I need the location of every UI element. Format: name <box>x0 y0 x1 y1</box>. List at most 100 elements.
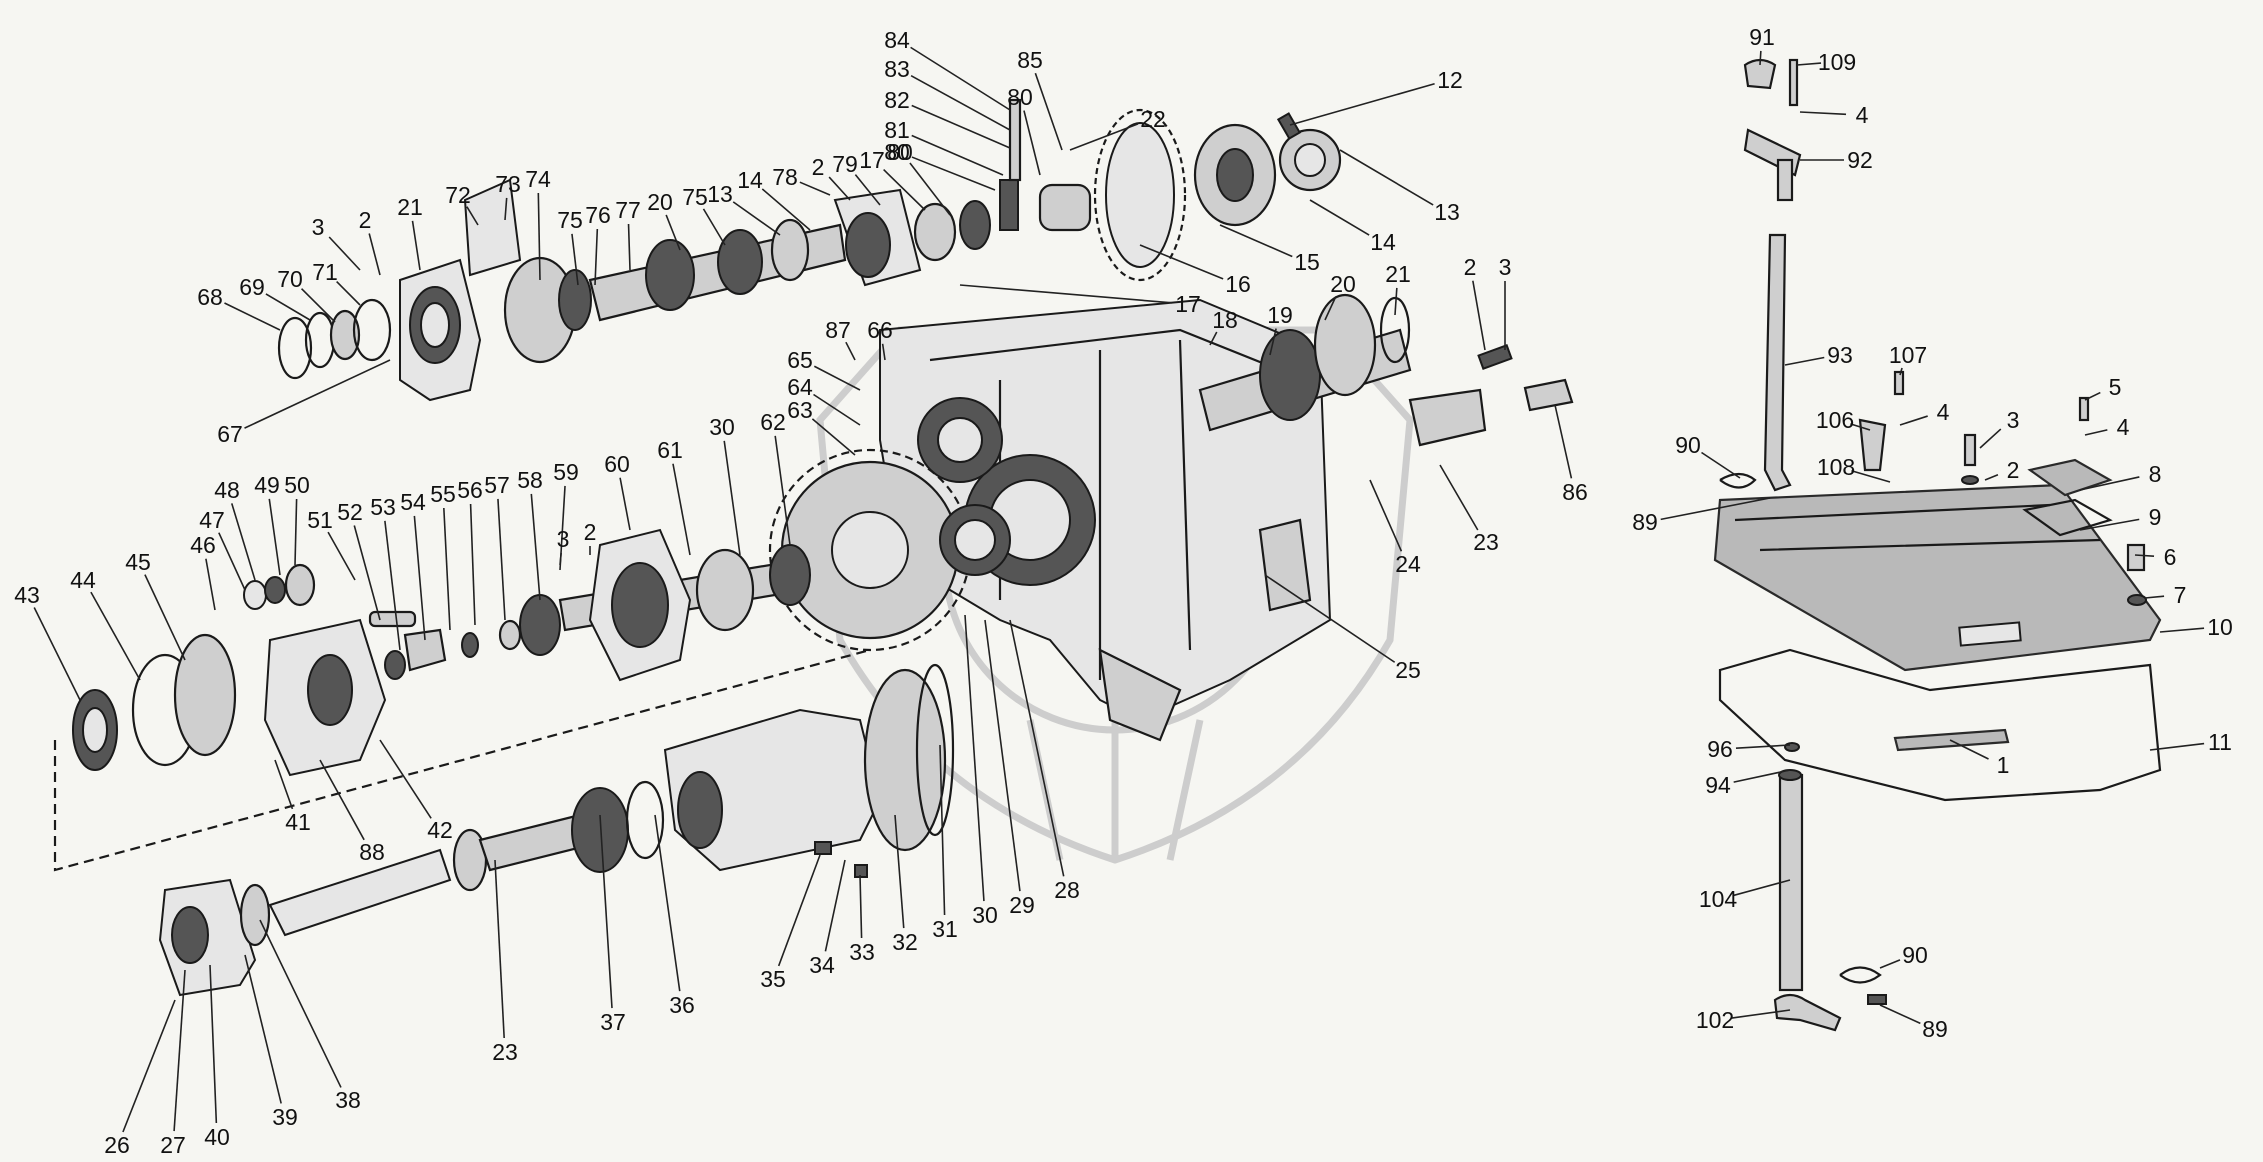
callout-number: 30 <box>709 414 735 440</box>
leader-line <box>244 359 391 429</box>
leader-line <box>845 341 856 361</box>
callout-15: 15 <box>1219 224 1320 275</box>
callout-number: 58 <box>517 467 543 493</box>
leader-line <box>854 174 881 206</box>
callout-62: 62 <box>760 409 791 546</box>
callout-number: 31 <box>932 916 958 942</box>
callout-31: 31 <box>932 744 958 942</box>
callout-96: 96 <box>1707 736 1791 762</box>
callout-number: 70 <box>277 266 303 292</box>
leader-line <box>774 435 791 546</box>
leader-line <box>911 104 1011 149</box>
right-shaft-assembly <box>1198 293 1574 447</box>
callout-11: 11 <box>2149 729 2232 755</box>
leader-line <box>910 46 1011 111</box>
callout-44: 44 <box>70 567 141 681</box>
callout-number: 27 <box>160 1132 186 1158</box>
callout-number: 22 <box>1140 106 1166 132</box>
callout-10: 10 <box>2159 614 2233 640</box>
callout-number: 76 <box>585 202 611 228</box>
leader-line <box>2159 627 2205 633</box>
leader-line <box>413 515 426 641</box>
callout-number: 65 <box>787 347 813 373</box>
leader-line <box>702 208 726 246</box>
callout-73: 73 <box>495 171 521 221</box>
callout-number: 20 <box>647 189 673 215</box>
callout-92: 92 <box>1800 147 1873 173</box>
leader-line <box>939 744 946 916</box>
callout-23: 23 <box>1439 464 1499 555</box>
leader-line <box>619 477 631 531</box>
callout-number: 3 <box>1499 254 1512 280</box>
callout-14: 14 <box>737 167 811 231</box>
callout-number: 16 <box>1225 271 1251 297</box>
callout-number: 4 <box>1856 102 1869 128</box>
callout-number: 80 <box>887 139 913 165</box>
callout-number: 73 <box>495 171 521 197</box>
callout-69: 69 <box>239 274 311 321</box>
leader-line <box>1799 111 1847 116</box>
cover-assembly <box>1713 370 2162 802</box>
callout-number: 2 <box>1464 254 1477 280</box>
callout-85: 85 <box>1017 47 1063 151</box>
leader-line <box>294 498 298 566</box>
leader-line <box>1701 451 1741 479</box>
callout-2: 2 <box>812 154 851 201</box>
callout-60: 60 <box>604 451 631 531</box>
leader-line <box>1264 574 1396 663</box>
callout-number: 33 <box>849 939 875 965</box>
callout-9: 9 <box>2079 504 2161 531</box>
callout-36: 36 <box>654 814 695 1018</box>
callout-number: 8 <box>2149 461 2162 487</box>
leader-line <box>268 498 281 576</box>
callout-number: 78 <box>772 164 798 190</box>
callout-41: 41 <box>274 759 311 835</box>
callout-number: 17 <box>859 147 885 173</box>
callout-number: 64 <box>787 374 813 400</box>
leader-line <box>1984 473 1999 481</box>
leader-line <box>336 281 361 306</box>
leader-line <box>811 418 856 456</box>
callout-number: 75 <box>682 184 708 210</box>
callout-number: 81 <box>884 117 910 143</box>
leader-line <box>384 520 401 651</box>
leader-line <box>1069 123 1139 151</box>
callout-number: 94 <box>1705 772 1731 798</box>
lower-shaft-assembly <box>158 663 955 997</box>
leader-line <box>777 854 821 967</box>
callout-33: 33 <box>849 874 875 965</box>
leader-line <box>122 999 176 1133</box>
leader-line <box>1554 404 1573 479</box>
leader-line <box>1324 296 1337 321</box>
callout-75: 75 <box>682 184 726 246</box>
callout-47: 47 <box>199 507 246 591</box>
leader-line <box>1369 479 1403 552</box>
callout-number: 3 <box>312 214 325 240</box>
callout-59: 59 <box>553 459 579 571</box>
leader-line <box>911 156 996 191</box>
leader-line <box>1009 619 1065 877</box>
callout-39: 39 <box>244 954 298 1130</box>
leader-line <box>173 969 186 1132</box>
callout-64: 64 <box>787 374 861 426</box>
leader-line <box>1784 356 1825 366</box>
callout-number: 80 <box>884 139 910 165</box>
leader-line <box>909 162 951 216</box>
leader-line <box>813 365 861 391</box>
callout-57: 57 <box>484 472 510 621</box>
callout-16: 16 <box>1139 244 1251 297</box>
leader-line <box>984 619 1021 892</box>
callout-number: 30 <box>972 902 998 928</box>
callout-number: 21 <box>397 194 423 220</box>
callout-number: 107 <box>1889 342 1927 368</box>
callout-17: 17 <box>859 147 926 211</box>
leader-line <box>911 134 1004 176</box>
callout-3: 3 <box>557 526 569 566</box>
callout-13: 13 <box>1339 149 1460 225</box>
differential-carrier <box>1193 123 1342 227</box>
leader-line <box>466 206 479 226</box>
leader-line <box>1219 224 1293 258</box>
callout-49: 49 <box>254 472 281 576</box>
leader-line <box>1394 287 1398 316</box>
callout-number: 26 <box>104 1132 130 1158</box>
